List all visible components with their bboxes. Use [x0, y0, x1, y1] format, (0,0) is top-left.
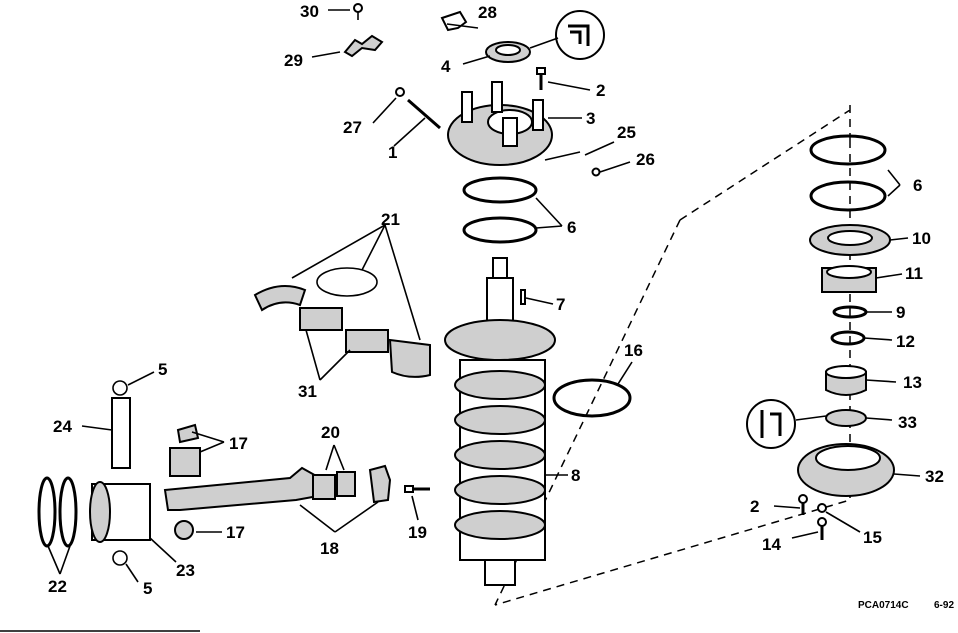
screw-2-bottom: [798, 494, 808, 515]
o-ring-6-right-upper: [809, 134, 887, 166]
lock-ring-5-upper: [112, 380, 128, 396]
callout-8: 8: [571, 466, 580, 485]
needle-bearing-17-upper: [169, 423, 201, 477]
cap-screw-17-lower: [174, 520, 194, 540]
o-ring-6-right-lower: [809, 180, 887, 212]
plug-27: [395, 87, 405, 97]
seal-4: [485, 41, 531, 63]
callout-9: 9: [896, 303, 905, 322]
ball-bearing-11: [821, 265, 877, 293]
lower-bearing-housing-32: [797, 443, 895, 497]
clamp-29: [343, 34, 384, 58]
callout-33: 33: [898, 413, 917, 432]
washer-15: [817, 503, 827, 513]
seal-detail-inset: [555, 10, 605, 60]
lock-ring-9: [832, 305, 868, 319]
callout-5-upper: 5: [158, 360, 167, 379]
callout-1: 1: [388, 143, 397, 162]
seal-detail-inset-33: [746, 399, 796, 449]
bearing-race-21-left: [253, 285, 307, 312]
screw-30: [353, 3, 363, 20]
callout-16: 16: [624, 341, 643, 360]
callout-6-right: 6: [913, 176, 922, 195]
callout-30: 30: [300, 2, 319, 21]
callout-17-lower: 17: [226, 523, 245, 542]
callout-23: 23: [176, 561, 195, 580]
callout-4: 4: [441, 57, 451, 76]
callout-22: 22: [48, 577, 67, 596]
screw-14: [817, 517, 827, 540]
figure-date: 6-92: [934, 600, 954, 611]
callout-21: 21: [381, 210, 400, 229]
bracket-28: [440, 10, 468, 32]
upper-bearing-housing-3: [447, 81, 553, 166]
callout-13: 13: [903, 373, 922, 392]
o-ring-6-upper: [462, 176, 538, 204]
bearing-cage-20: [312, 471, 356, 500]
rod-bolt-19: [404, 485, 430, 493]
callout-24: 24: [53, 417, 72, 436]
retaining-ring-16: [552, 378, 632, 418]
callout-10: 10: [912, 229, 931, 248]
callout-25: 25: [617, 123, 636, 142]
callout-32: 32: [925, 467, 944, 486]
assembly-dashed-outline: [494, 105, 851, 606]
callout-3: 3: [586, 109, 595, 128]
fitting-26: [591, 167, 601, 177]
retainer-plate-10: [809, 224, 891, 256]
callout-6-center: 6: [567, 218, 576, 237]
bearing-sleeve-13: [825, 365, 867, 396]
callout-27: 27: [343, 118, 362, 137]
leader-lines: [47, 9, 921, 583]
figure-code: PCA0714C: [858, 600, 909, 611]
piston-pin-24: [111, 397, 131, 469]
callout-12: 12: [896, 332, 915, 351]
screw-2-top: [536, 67, 546, 90]
seal-33: [825, 409, 867, 427]
dowel-pin-1: [407, 98, 441, 130]
seal-12: [830, 330, 866, 346]
callout-2-top: 2: [596, 81, 605, 100]
callout-19: 19: [408, 523, 427, 542]
callout-26: 26: [636, 150, 655, 169]
o-ring-6-lower: [462, 216, 538, 244]
callout-2-bottom: 2: [750, 497, 759, 516]
callout-28: 28: [478, 3, 497, 22]
callout-11: 11: [905, 264, 923, 283]
rod-cap-18: [368, 464, 392, 504]
callout-29: 29: [284, 51, 303, 70]
tube-25: [544, 151, 581, 161]
piston-rings-22: [37, 476, 78, 548]
bearing-race-21-right: [388, 338, 431, 378]
callout-20: 20: [321, 423, 340, 442]
callout-17-upper: 17: [229, 434, 248, 453]
roller-bearing-31-b: [345, 329, 389, 353]
callout-7: 7: [556, 295, 565, 314]
crankshaft-8: [444, 257, 556, 586]
bearing-ring-21: [316, 267, 378, 297]
callout-18: 18: [320, 539, 339, 558]
callout-labels: 30 28 29 4 2 3 27 1 25 26 6 21 7 16 31 5…: [48, 2, 954, 611]
callout-31: 31: [298, 382, 317, 401]
piston-23: [89, 481, 151, 543]
callout-15: 15: [863, 528, 882, 547]
callout-14: 14: [762, 535, 781, 554]
roller-bearing-31-a: [299, 307, 343, 331]
lock-ring-5-lower: [112, 550, 128, 566]
callout-5-lower: 5: [143, 579, 152, 598]
